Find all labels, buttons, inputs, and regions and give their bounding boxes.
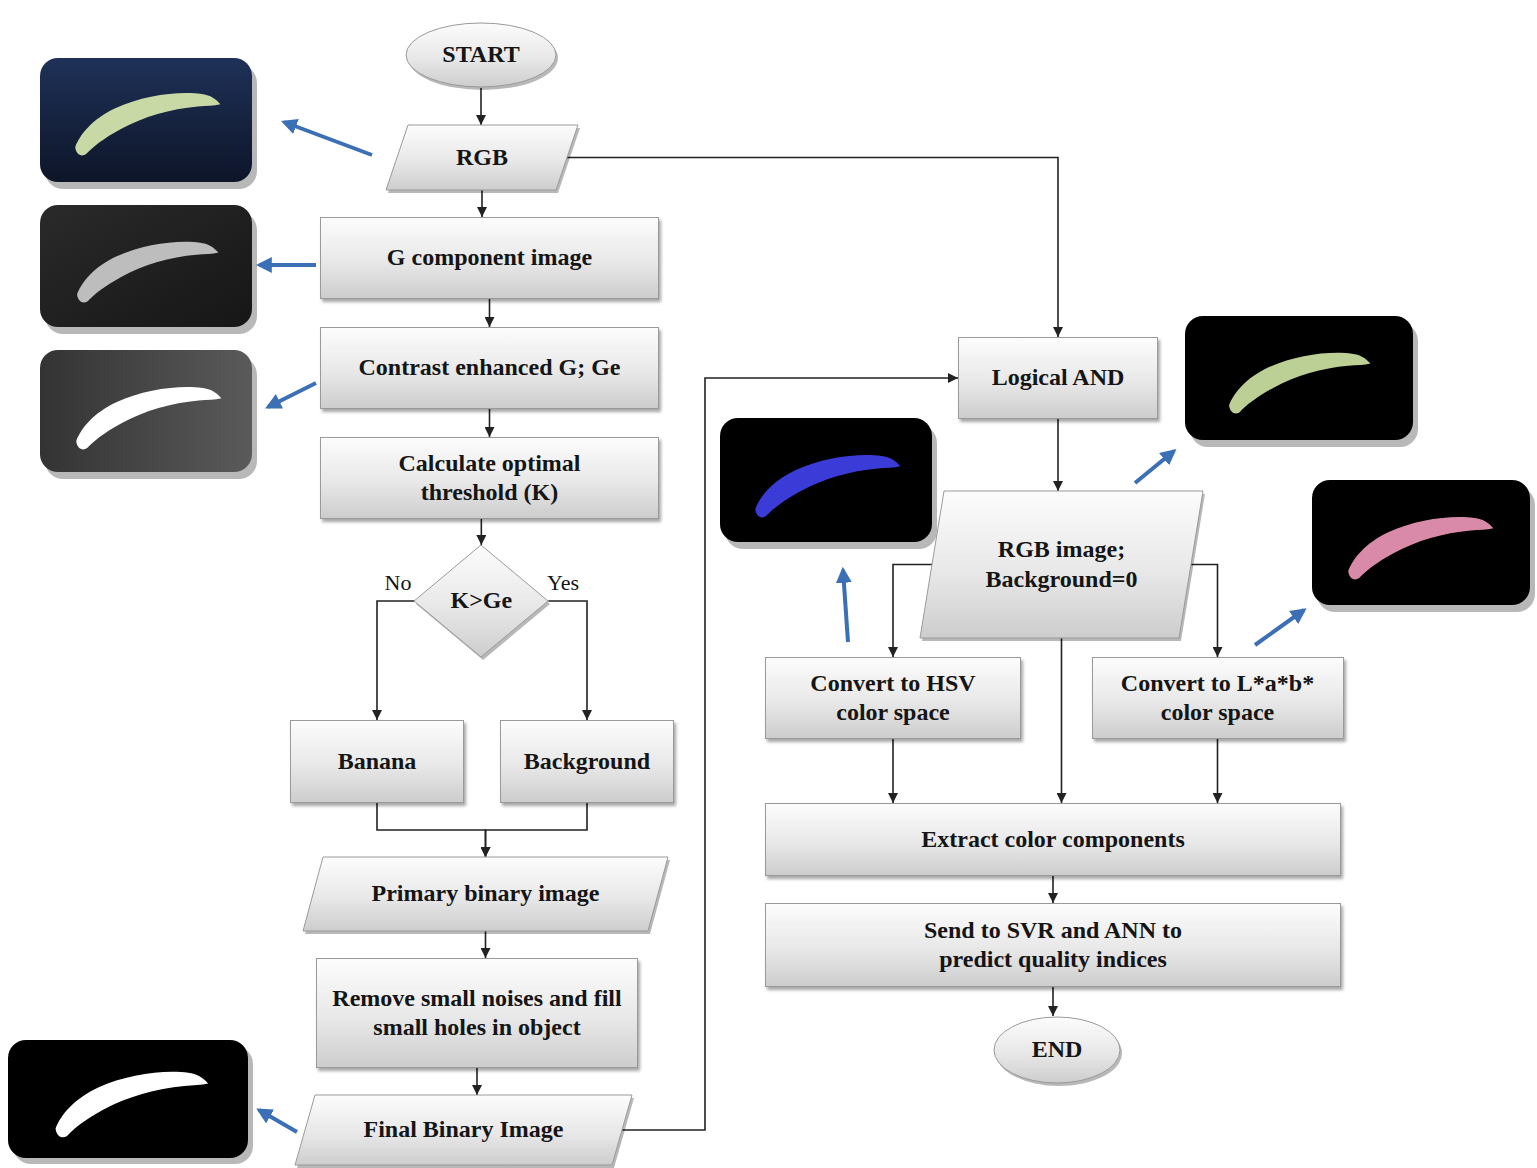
pointer-arrow (843, 570, 848, 642)
flow-arrow (1191, 565, 1218, 658)
node-text: Background (524, 747, 650, 776)
thumbnail-lab (1312, 480, 1535, 612)
shape-fill (406, 23, 556, 87)
pointer-arrow (284, 122, 372, 155)
thumb-ground (720, 418, 932, 542)
shape-fill (295, 1095, 632, 1165)
flow-arrow (476, 1068, 478, 1095)
thumbnail-contrast (40, 350, 257, 479)
node-text: Banana (338, 747, 417, 776)
flow-arrow (1061, 638, 1063, 803)
process-box: Logical AND (958, 337, 1158, 419)
banana-figure (76, 387, 221, 449)
thumbnail-rgb (40, 58, 257, 189)
pointer-arrow (1135, 451, 1174, 483)
terminal-ellipse: START (405, 22, 557, 88)
node-text: Extract color components (921, 825, 1185, 854)
node-text: Convert to HSV color space (788, 669, 998, 728)
process-box: Convert to HSV color space (765, 657, 1021, 739)
shape-fill (920, 491, 1203, 638)
flow-arrow (892, 739, 894, 803)
thumb-ground (40, 205, 252, 327)
node-text: START (442, 40, 519, 69)
thumbnail-hsv (720, 418, 937, 549)
thumb-ground (1312, 480, 1530, 605)
banana-figure (1229, 353, 1370, 414)
thumbnail-masked-rgb (1185, 316, 1418, 447)
pointer-arrow (259, 263, 316, 267)
node-text: K>Ge (450, 586, 512, 615)
flow-arrow (489, 299, 491, 327)
flow-arrow (548, 601, 587, 720)
shape-fill (994, 1017, 1120, 1083)
flow-arrow (481, 190, 483, 217)
pointer-arrow (1255, 610, 1304, 645)
banana-figure (56, 1072, 209, 1138)
process-box: Extract color components (765, 803, 1341, 876)
flow-arrow (489, 409, 491, 437)
io-parallelogram: RGB (386, 125, 578, 190)
pointer-arrow (259, 1110, 297, 1132)
process-box: G component image (320, 217, 659, 299)
node-text: Remove small noises and fill small holes… (327, 984, 627, 1043)
io-parallelogram: Final Binary Image (295, 1095, 632, 1165)
node-text: Contrast enhanced G; Ge (359, 353, 621, 382)
io-parallelogram: Primary binary image (303, 857, 668, 931)
thumb-ground (40, 58, 252, 182)
node-text: RGB (456, 143, 508, 172)
shape-fill (414, 545, 548, 657)
node-text: Logical AND (992, 363, 1125, 392)
io-parallelogram: RGB image; Background=0 (920, 491, 1203, 638)
flow-arrow (377, 601, 414, 720)
flow-arrow (1057, 419, 1059, 491)
thumbnail-g-component (40, 205, 257, 334)
banana-figure (755, 455, 900, 517)
node-text: Send to SVR and ANN to predict quality i… (922, 916, 1184, 975)
node-text: Primary binary image (372, 879, 600, 908)
process-box: Banana (290, 720, 464, 803)
pointer-arrow (268, 383, 316, 407)
banana-figure (75, 93, 220, 155)
flow-arrow (1052, 876, 1054, 903)
thumb-ground (1185, 316, 1413, 440)
decision-diamond: K>Ge (414, 545, 548, 657)
banana-figure (1348, 517, 1493, 579)
thumb-ground (40, 350, 252, 472)
process-box: Remove small noises and fill small holes… (316, 958, 638, 1068)
process-box: Background (500, 720, 674, 803)
node-text: END (1032, 1035, 1083, 1064)
edge-label: No (383, 571, 414, 595)
shape-fill (386, 125, 578, 190)
banana-figure (77, 242, 218, 303)
node-text: Calculate optimal threshold (K) (370, 449, 610, 508)
node-text: Convert to L*a*b* color space (1103, 669, 1333, 728)
flow-arrow (480, 88, 482, 125)
shape-fill (303, 857, 668, 931)
flow-arrow (1217, 739, 1219, 803)
flow-arrow (485, 931, 487, 958)
process-box: Send to SVR and ANN to predict quality i… (765, 903, 1341, 987)
shape-outline (920, 491, 1203, 638)
process-box: Convert to L*a*b* color space (1092, 657, 1344, 739)
process-box: Contrast enhanced G; Ge (320, 327, 659, 409)
flow-arrow (1052, 987, 1054, 1016)
edge-label: Yes (545, 571, 581, 595)
node-text: RGB image; Background=0 (967, 535, 1157, 594)
flow-arrow (481, 519, 483, 545)
flow-arrow (486, 803, 588, 857)
node-text: G component image (387, 243, 592, 272)
thumb-ground (8, 1040, 248, 1158)
thumbnail-final-binary (8, 1040, 253, 1164)
process-box: Calculate optimal threshold (K) (320, 437, 659, 519)
node-text: Final Binary Image (363, 1115, 563, 1144)
flow-arrow (377, 803, 486, 857)
terminal-ellipse: END (993, 1016, 1121, 1084)
